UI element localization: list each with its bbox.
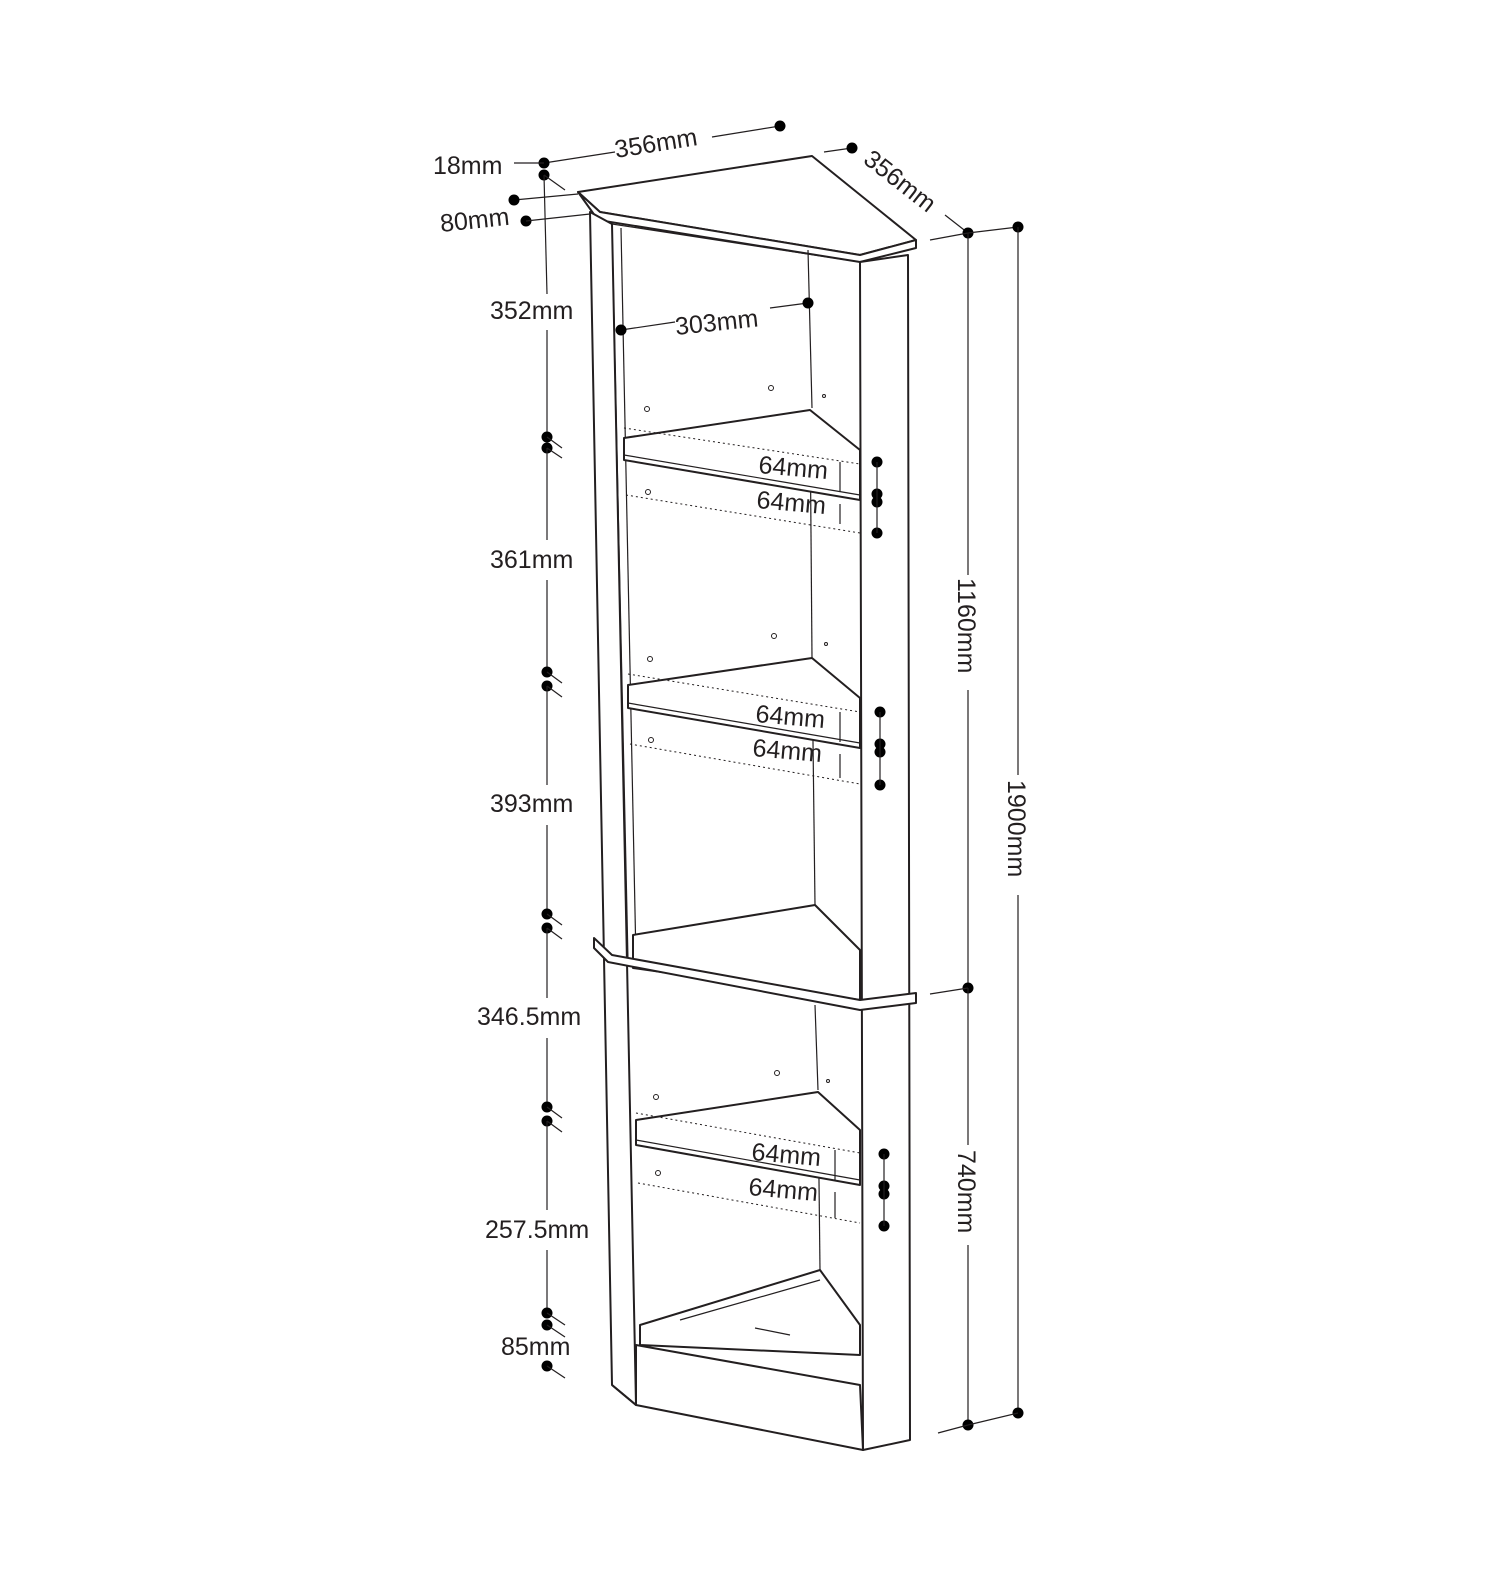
right-front-panel bbox=[859, 254, 911, 1451]
label-plinth-height: 85mm bbox=[501, 1333, 570, 1361]
label-top-width: 356mm bbox=[613, 123, 700, 164]
top-cap-edge bbox=[577, 191, 917, 263]
label-shelf1-up: 64mm bbox=[757, 451, 829, 485]
label-top-thickness: 18mm bbox=[433, 152, 502, 180]
label-shelf2-down: 64mm bbox=[751, 734, 823, 768]
label-shelf2-up: 64mm bbox=[754, 700, 826, 734]
label-gap-5: 257.5mm bbox=[485, 1216, 589, 1244]
label-shelf3-up: 64mm bbox=[750, 1138, 822, 1172]
cabinet-drawing bbox=[577, 155, 917, 1451]
label-inner-width: 303mm bbox=[674, 304, 760, 341]
dimension-labels: 356mm 356mm 18mm 80mm 303mm 352mm 361mm … bbox=[433, 123, 1030, 1361]
label-upper-height: 1160mm bbox=[952, 578, 980, 673]
shelf-2 bbox=[627, 657, 861, 749]
label-gap-2: 361mm bbox=[490, 546, 573, 574]
shelf-1 bbox=[623, 409, 861, 501]
plinth bbox=[635, 1344, 864, 1451]
shelf-3 bbox=[635, 1091, 861, 1186]
label-gap-4: 346.5mm bbox=[477, 1003, 581, 1031]
label-lower-height: 740mm bbox=[952, 1150, 980, 1233]
label-gap-1: 352mm bbox=[490, 297, 573, 325]
dimension-lines bbox=[508, 120, 1024, 1434]
label-shelf3-down: 64mm bbox=[747, 1173, 819, 1207]
left-side-panel bbox=[589, 211, 637, 1406]
label-cornice-height: 80mm bbox=[439, 203, 511, 238]
bottom-floor bbox=[639, 1269, 861, 1356]
label-gap-3: 393mm bbox=[490, 790, 573, 818]
label-total-height: 1900mm bbox=[1002, 780, 1030, 877]
label-shelf1-down: 64mm bbox=[755, 486, 827, 520]
mid-moulding bbox=[593, 937, 917, 1011]
